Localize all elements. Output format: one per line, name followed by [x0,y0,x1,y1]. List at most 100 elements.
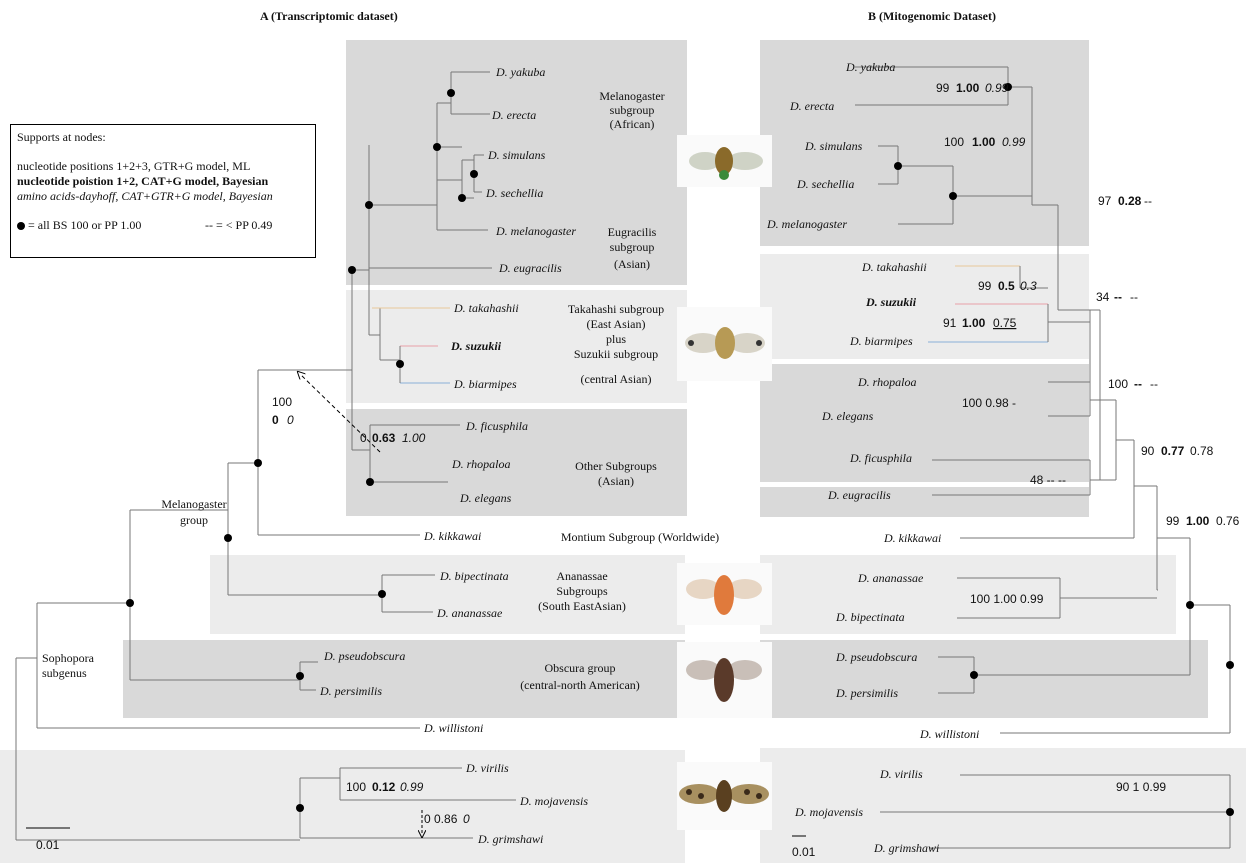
taxon-a-pseudobscura: D. pseudobscura [323,649,405,663]
taxon-a-simulans: D. simulans [487,148,546,162]
support-b-suzukii-ml: 91 [943,316,957,330]
taxon-a-ananassae: D. ananassae [436,606,503,620]
group-label-melanogaster-group-2: group [180,513,208,527]
taxon-b-persimilis: D. persimilis [835,686,898,700]
group-label-takahashi-1: Takahashi subgroup [568,302,664,316]
legend-key-dash: -- = < PP 0.49 [205,218,273,232]
node-ananassae [378,590,386,598]
support-b-99-ml: 99 [1166,514,1180,528]
panel-backgrounds [0,40,1246,863]
taxon-b-takahashii: D. takahashii [861,260,927,274]
taxon-b-kikkawai: D. kikkawai [883,531,941,545]
group-label-melanogaster-african-3: (African) [610,117,655,131]
node-suzukii-biarmipes [396,360,404,368]
fly-image-suzukii [677,307,772,381]
support-b-90-aa: 0.78 [1190,444,1214,458]
support-a-virilis-ml: 100 [346,780,366,794]
node-drosophila-subgenus [296,804,304,812]
group-label-ananassae-2: Subgroups [556,584,608,598]
group-label-takahashi-3: plus [606,332,626,346]
support-b-90-ml: 90 [1141,444,1155,458]
taxon-a-bipectinata: D. bipectinata [439,569,509,583]
node-melanogaster-split [348,266,356,274]
fly-image-melanogaster [677,135,772,187]
node-b-obscura [970,671,978,679]
taxon-b-simulans: D. simulans [804,139,863,153]
support-b-97-aa: -- [1144,194,1152,208]
node-b-melanogaster [949,192,957,200]
taxon-b-mojavensis: D. mojavensis [794,805,863,819]
tree-a-group-labels: Melanogaster subgroup (African) Eugracil… [161,89,719,692]
group-label-melanogaster-group-1: Melanogaster [161,497,226,511]
support-b-34-aa: -- [1130,290,1138,304]
tree-b-nodes [894,83,1234,816]
node-b-root [1226,661,1234,669]
group-label-sophopora-1: Sophopora [42,651,95,665]
support-b-99-cat: 1.00 [1186,514,1210,528]
group-label-takahashi-5: (central Asian) [581,372,652,386]
fly-image-pseudobscura [677,642,772,718]
taxon-b-erecta: D. erecta [789,99,834,113]
taxon-a-rhopaloa: D. rhopaloa [451,457,510,471]
support-a-100-ml: 100 [272,395,292,409]
node-b-drosophila [1226,808,1234,816]
taxon-a-takahashii: D. takahashii [453,301,519,315]
node-yakuba-erecta [447,89,455,97]
taxon-b-melanogaster: D. melanogaster [766,217,847,231]
fly-image-ananassae [677,563,772,625]
taxon-a-biarmipes: D. biarmipes [453,377,517,391]
node-melanogaster-subgroup [433,143,441,151]
support-b-takahashii-cat: 0.5 [998,279,1015,293]
tree-a-branches [15,71,516,841]
support-b-simulans-aa: 0.99 [1002,135,1026,149]
group-label-other-2: (Asian) [598,474,634,488]
support-b-rhopaloa: 100 0.98 - [962,396,1016,410]
support-b-suzukii-aa: 0.75 [993,316,1017,330]
node-b-yakuba-erecta [1004,83,1012,91]
support-b-97-cat: 0.28 [1118,194,1142,208]
support-b-100-aa: -- [1150,377,1158,391]
support-b-97-ml: 97 [1098,194,1112,208]
support-b-34-cat: -- [1114,290,1122,304]
taxon-a-grimshawi: D. grimshawi [477,832,543,846]
fly-image-grimshawi [677,762,772,830]
group-label-eugracilis-2: subgroup [610,240,655,254]
tree-b-supports: 99 1.00 0.99 100 1.00 0.99 97 0.28 -- 99… [792,81,1240,859]
support-b-99-aa: 0.76 [1216,514,1240,528]
group-label-takahashi-4: Suzukii subgroup [574,347,658,361]
taxon-b-elegans: D. elegans [821,409,874,423]
node-kikkawai-split [254,459,262,467]
support-a-virilis-cat: 0.12 [372,780,396,794]
taxon-b-sechellia: D. sechellia [796,177,854,191]
node-simulans-sechellia [470,170,478,178]
taxon-a-suzukii: D. suzukii [450,339,502,353]
support-a-ficus-cat: 0.63 [372,431,396,445]
taxon-a-sechellia: D. sechellia [485,186,543,200]
support-b-simulans-cat: 1.00 [972,135,996,149]
support-b-100-cat: -- [1134,377,1142,391]
taxon-a-kikkawai: D. kikkawai [423,529,481,543]
tree-a-nodes [126,89,478,812]
tree-a-taxa: D. yakuba D. erecta D. simulans D. seche… [319,65,588,846]
support-a-ficus-aa: 1.00 [402,431,426,445]
scale-a-label: 0.01 [36,838,60,852]
taxon-b-bipectinata: D. bipectinata [835,610,905,624]
group-label-montium: Montium Subgroup (Worldwide) [561,530,719,544]
support-a-mojavensis: 0 0.86 [424,812,458,826]
taxon-b-suzukii: D. suzukii [865,295,917,309]
support-b-virilis: 90 1 0.99 [1116,780,1166,794]
scale-b-label: 0.01 [792,845,816,859]
group-label-melanogaster-african-2: subgroup [610,103,655,117]
taxon-a-virilis: D. virilis [465,761,509,775]
support-b-yakuba-aa: 0.99 [985,81,1009,95]
support-b-yakuba-cat: 1.00 [956,81,980,95]
taxon-b-willistoni: D. willistoni [919,727,979,741]
fly-images [677,135,772,830]
group-label-sophopora-2: subgenus [42,666,87,680]
node-melanogaster-group [224,534,232,542]
legend-dot-icon [17,222,25,231]
support-a-100-aa: 0 [287,413,294,427]
group-label-other-1: Other Subgroups [575,459,657,473]
taxon-a-persimilis: D. persimilis [319,684,382,698]
